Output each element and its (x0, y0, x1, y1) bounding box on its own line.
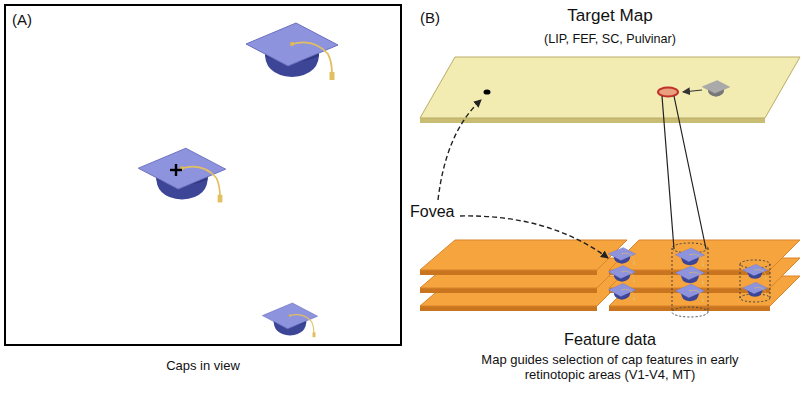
fovea-label: Fovea (410, 203, 454, 221)
panel-frame: (A)Caps in view (4, 4, 402, 346)
fovea-pointer (460, 216, 608, 258)
selection-connector (662, 96, 706, 249)
feature-caption: Map guides selection of cap features in … (470, 352, 750, 382)
feature-layers: Feature dataMap guides selection of cap … (418, 235, 802, 394)
panel-caption: Caps in view (6, 358, 400, 373)
panel-letter: (B) (420, 9, 440, 26)
map-title: Target Map (418, 6, 802, 26)
panel-letter: (A) (12, 11, 32, 28)
feature-title: Feature data (418, 330, 802, 349)
map-subtitle: (LIP, FEF, SC, Pulvinar) (418, 32, 802, 46)
fovea-pointer (438, 100, 481, 200)
target-map-plane: Target Map (LIP, FEF, SC, Pulvinar) (418, 0, 802, 124)
